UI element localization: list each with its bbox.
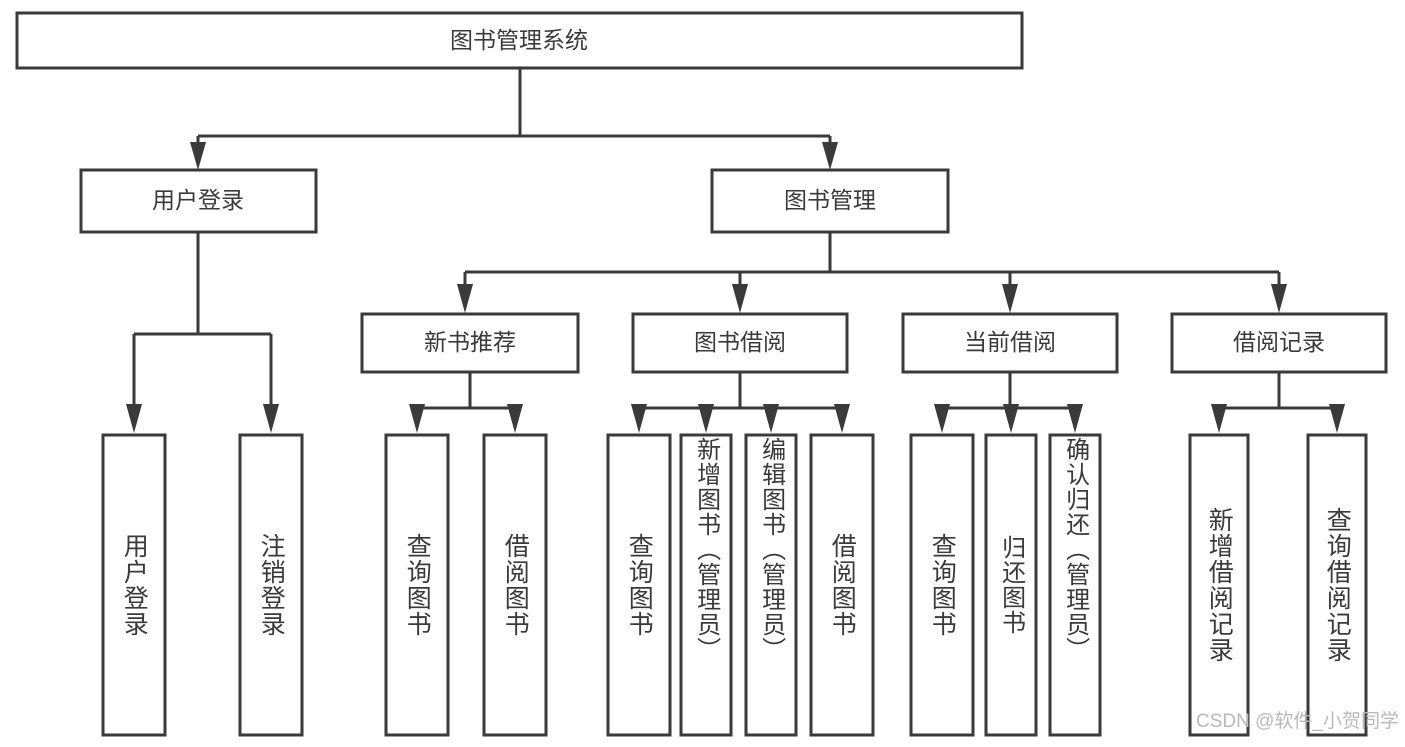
node-user-login[interactable]: 用户登录	[79, 168, 318, 234]
leaf-label-wrap-query-book-3: 查询图书	[911, 435, 973, 735]
arrow-head-leaf-query-book-1	[409, 404, 425, 433]
node-box-borrow-record[interactable]	[1170, 312, 1388, 374]
leaf-label-logout: 注销登录	[257, 533, 286, 637]
arrow-head-leaf-confirm-return	[1067, 404, 1083, 433]
arrow-head-current-borrow	[1002, 284, 1018, 313]
leaf-label-query-book-3: 查询图书	[928, 533, 957, 637]
arrow-head-leaf-return-book	[1003, 404, 1019, 433]
arrow-head-leaf-borrow-book-2	[834, 404, 850, 433]
leaf-label-return-book: 归还图书	[997, 535, 1025, 635]
leaf-label-query-book-1: 查询图书	[403, 533, 432, 637]
leaf-label-user-login: 用户登录	[120, 533, 149, 637]
node-box-leaf-query-book-1[interactable]	[384, 433, 450, 737]
leaf-label-edit-book: 编辑图书（管理员）	[757, 437, 785, 662]
node-box-book-borrow[interactable]	[631, 312, 849, 374]
leaf-label-wrap-return-book: 归还图书	[986, 435, 1036, 735]
node-label-borrow-record: 借阅记录	[1233, 329, 1325, 355]
leaf-label-query-book-2: 查询图书	[625, 533, 654, 637]
leaf-label-wrap-logout: 注销登录	[240, 435, 302, 735]
node-label-current-borrow: 当前借阅	[964, 329, 1056, 355]
node-box-leaf-edit-book[interactable]	[744, 433, 798, 737]
node-box-leaf-add-record[interactable]	[1188, 433, 1250, 737]
arrow-head-leaf-add-book	[698, 404, 714, 433]
node-box-leaf-user-login[interactable]	[101, 433, 167, 737]
leaf-label-wrap-add-book: 新增图书（管理员）	[681, 437, 731, 737]
leaf-label-wrap-query-record: 查询借阅记录	[1308, 435, 1366, 735]
node-box-leaf-logout[interactable]	[238, 433, 304, 737]
node-box-leaf-query-record[interactable]	[1306, 433, 1368, 737]
csdn-watermark: CSDN @软件_小贺同学	[1196, 711, 1399, 732]
node-borrow-record[interactable]: 借阅记录	[1170, 312, 1388, 374]
connector-group-current-borrow	[934, 372, 1083, 433]
connector-group-user-login	[126, 232, 279, 433]
connector-group-book-manage	[457, 232, 1287, 313]
node-new-book-rec[interactable]: 新书推荐	[360, 312, 580, 374]
leaf-label-borrow-book-1: 借阅图书	[501, 533, 530, 637]
leaf-box-group	[101, 433, 1368, 737]
node-label-new-book-rec: 新书推荐	[424, 329, 516, 355]
arrow-head-user-login	[190, 142, 206, 170]
node-box-new-book-rec[interactable]	[360, 312, 580, 374]
arrow-head-new-book-rec	[457, 284, 473, 313]
node-root[interactable]: 图书管理系统	[15, 11, 1024, 70]
node-box-root[interactable]	[15, 11, 1024, 70]
node-box-leaf-borrow-book-1[interactable]	[482, 433, 548, 737]
arrow-head-leaf-user-login	[126, 404, 142, 433]
arrow-head-book-borrow	[732, 284, 748, 313]
leaf-label-confirm-return: 确认归还（管理员）	[1061, 437, 1089, 662]
node-label-root: 图书管理系统	[450, 27, 588, 53]
node-box-book-manage[interactable]	[710, 168, 950, 234]
arrow-head-leaf-add-record	[1211, 404, 1227, 433]
node-label-user-login: 用户登录	[152, 187, 244, 213]
leaf-label-wrap-query-book-2: 查询图书	[608, 435, 670, 735]
leaf-label-wrap-borrow-book-2: 借阅图书	[811, 435, 873, 735]
node-box-leaf-confirm-return[interactable]	[1048, 433, 1102, 737]
node-current-borrow[interactable]: 当前借阅	[901, 312, 1119, 374]
node-box-current-borrow[interactable]	[901, 312, 1119, 374]
node-box-leaf-add-book[interactable]	[679, 433, 733, 737]
arrow-head-book-manage	[822, 142, 838, 170]
node-label-book-borrow: 图书借阅	[694, 329, 786, 355]
leaf-label-add-book: 新增图书（管理员）	[692, 437, 720, 662]
leaf-label-wrap-edit-book: 编辑图书（管理员）	[746, 437, 796, 737]
node-box-user-login[interactable]	[79, 168, 318, 234]
connector-group-borrow-record	[1211, 372, 1345, 433]
arrow-head-leaf-edit-book	[763, 404, 779, 433]
arrow-head-leaf-borrow-book-1	[507, 404, 523, 433]
connector-group-new-book-rec	[409, 372, 523, 433]
leaf-label-wrap-confirm-return: 确认归还（管理员）	[1050, 437, 1100, 737]
node-box-leaf-return-book[interactable]	[984, 433, 1038, 737]
connector-group-root	[190, 68, 838, 170]
node-book-manage[interactable]: 图书管理	[710, 168, 950, 234]
leaf-label-wrap-add-record: 新增借阅记录	[1190, 435, 1248, 735]
leaf-label-add-record: 新增借阅记录	[1205, 507, 1234, 663]
leaf-label-wrap-borrow-book-1: 借阅图书	[484, 435, 546, 735]
arrow-head-leaf-logout	[263, 404, 279, 433]
leaf-label-borrow-book-2: 借阅图书	[828, 533, 857, 637]
arrow-head-leaf-query-book-2	[631, 404, 647, 433]
node-box-leaf-borrow-book-2[interactable]	[809, 433, 875, 737]
arrow-head-borrow-record	[1271, 284, 1287, 313]
connector-group-book-borrow	[631, 372, 850, 433]
leaf-label-wrap-query-book-1: 查询图书	[386, 435, 448, 735]
arrow-head-leaf-query-book-3	[934, 404, 950, 433]
node-box-leaf-query-book-2[interactable]	[606, 433, 672, 737]
leaf-label-query-record: 查询借阅记录	[1323, 507, 1352, 663]
node-box-leaf-query-book-3[interactable]	[909, 433, 975, 737]
node-label-book-manage: 图书管理	[784, 187, 876, 213]
leaf-label-wrap-user-login: 用户登录	[103, 435, 165, 735]
node-book-borrow[interactable]: 图书借阅	[631, 312, 849, 374]
arrow-head-leaf-query-record	[1329, 404, 1345, 433]
